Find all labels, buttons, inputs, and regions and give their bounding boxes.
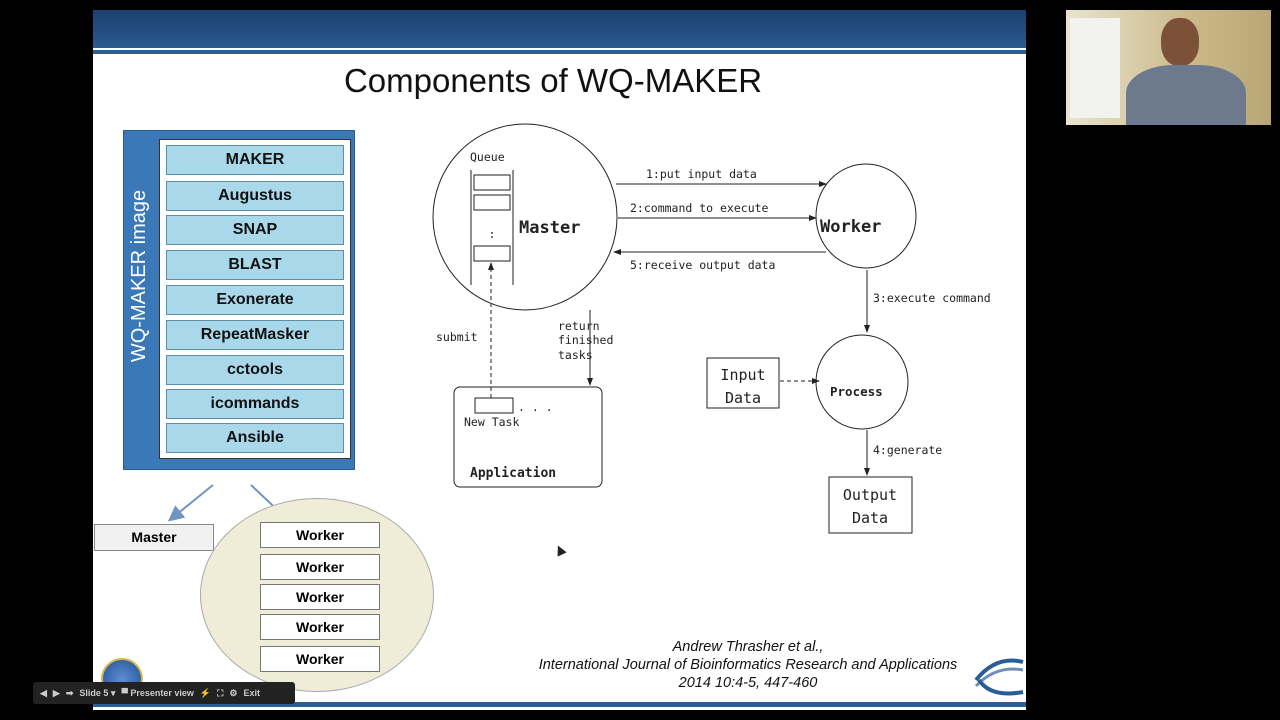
- gear-icon[interactable]: ⚙: [229, 687, 238, 698]
- slide-title: Components of WQ-MAKER: [343, 62, 763, 99]
- master-circle: [432, 123, 618, 311]
- arrow-label: 3:execute command: [873, 291, 991, 305]
- component-stack: MAKER Augustus SNAP BLAST Exonerate Repe…: [159, 139, 351, 459]
- presentation-controls: ◀ ▶ ➡ Slide 5 ▾ ▀ Presenter view ⚡ ⛶ ⚙ E…: [33, 682, 295, 704]
- input-label: Input: [720, 366, 765, 384]
- application-box: [453, 386, 603, 488]
- laser-pointer-icon[interactable]: ⚡: [199, 687, 212, 698]
- queue-label: Queue: [470, 150, 505, 164]
- process-circle: [815, 334, 909, 430]
- citation-line: International Journal of Bioinformatics …: [538, 657, 958, 673]
- next-icon[interactable]: ➡: [65, 687, 74, 698]
- output-label: Output: [843, 486, 897, 504]
- footer-line: [93, 702, 1026, 707]
- slide-selector[interactable]: Slide 5 ▾: [79, 687, 116, 698]
- arrow-label: 5:receive output data: [630, 258, 775, 272]
- component: Ansible: [166, 423, 344, 453]
- header-line: [93, 50, 1026, 54]
- application-label: Application: [470, 466, 556, 481]
- presenter-view-button[interactable]: ▀ Presenter view: [121, 688, 194, 698]
- submit-label: submit: [436, 330, 478, 344]
- component: SNAP: [166, 215, 344, 245]
- input-label: Data: [725, 389, 761, 407]
- svg-text::: :: [489, 227, 496, 241]
- ellipsis: . . .: [518, 400, 553, 414]
- new-task-label: New Task: [464, 415, 519, 429]
- process-label: Process: [830, 384, 883, 399]
- architecture-diagram: Queue : Master Worker Process 1:put inpu…: [432, 123, 991, 534]
- worker-node: Worker: [260, 646, 380, 672]
- worker-node: Worker: [260, 584, 380, 610]
- previous-icon[interactable]: ◀: [40, 687, 47, 698]
- citation-line: Andrew Thrasher et al.,: [672, 639, 824, 655]
- slide-selector-label: Slide 5: [79, 687, 109, 698]
- header-band: [93, 10, 1026, 48]
- arrow-label: 4:generate: [873, 443, 942, 457]
- worker-circle: [815, 163, 917, 269]
- return-label: tasks: [558, 348, 593, 362]
- worker-node: Worker: [260, 522, 380, 548]
- component: Augustus: [166, 181, 344, 211]
- worker-node: Worker: [260, 614, 380, 640]
- return-label: finished: [558, 333, 613, 347]
- webcam-video: [1066, 10, 1271, 125]
- presenter-view-label: Presenter view: [130, 688, 194, 698]
- arrow-label: 2:command to execute: [630, 201, 769, 215]
- arrow-label: 1:put input data: [646, 167, 757, 181]
- component: BLAST: [166, 250, 344, 280]
- slide: Components of WQ-MAKER WQ-MAKER image MA…: [93, 10, 1026, 710]
- component: Exonerate: [166, 285, 344, 315]
- wq-maker-image-box: WQ-MAKER image MAKER Augustus SNAP BLAST…: [123, 130, 355, 470]
- component: cctools: [166, 355, 344, 385]
- arrow-to-master: [167, 484, 214, 522]
- component: RepeatMasker: [166, 320, 344, 350]
- input-data-box: [706, 357, 780, 409]
- worker-node: Worker: [260, 554, 380, 580]
- output-data-box: [828, 476, 913, 534]
- return-label: return: [558, 319, 600, 333]
- fullscreen-icon[interactable]: ⛶: [217, 687, 224, 698]
- component: MAKER: [166, 145, 344, 175]
- worker-label: Worker: [820, 217, 881, 237]
- citation-line: 2014 10:4-5, 447-460: [678, 675, 818, 691]
- citation: Andrew Thrasher et al., International Jo…: [513, 638, 983, 692]
- component: icommands: [166, 389, 344, 419]
- master-label: Master: [519, 218, 580, 238]
- university-logo-icon: [974, 658, 1024, 696]
- output-label: Data: [852, 509, 888, 527]
- master-node: Master: [94, 524, 214, 551]
- exit-button[interactable]: Exit: [243, 688, 260, 698]
- play-icon[interactable]: ▶: [52, 687, 60, 698]
